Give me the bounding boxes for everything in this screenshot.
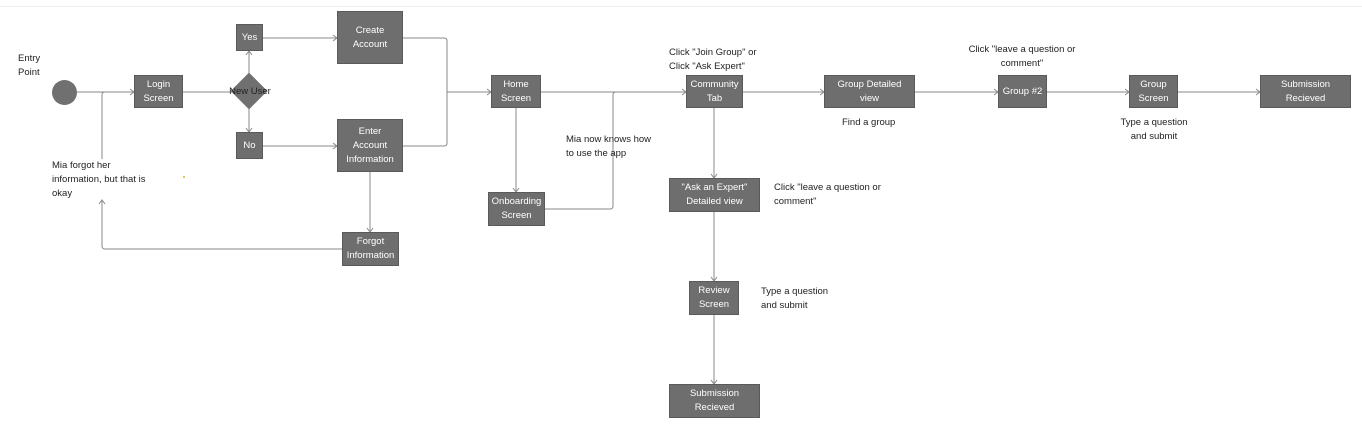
ask-an-expert-node: "Ask an Expert" Detailed view	[669, 178, 760, 212]
home-screen-node: Home Screen	[491, 75, 541, 108]
arrow-yes	[245, 50, 253, 56]
decision-label: New User	[229, 86, 271, 97]
create-to-home	[403, 37, 491, 93]
forgot-information-node: Forgot Information	[342, 232, 399, 266]
group-screen-node: Group Screen	[1129, 75, 1178, 108]
yes-node: Yes	[236, 24, 263, 51]
note-find-group: Find a group	[842, 117, 896, 128]
top-divider	[0, 6, 1362, 7]
onboarding-screen-node: Onboarding Screen	[488, 192, 545, 226]
forgot-to-login	[101, 200, 342, 250]
submission-received-bottom-node: Submission Recieved	[669, 384, 760, 418]
note-leave-question-group: Click "leave a question or comment"	[968, 44, 1076, 69]
enter-account-information-node: Enter Account Information	[337, 119, 403, 172]
note-knows-app: Mia now knows how to use the app	[566, 134, 652, 159]
group-detailed-view-node: Group Detailed view	[824, 75, 915, 108]
loop-to-login	[101, 91, 134, 159]
note-leave-question-expert: Click "leave a question or comment"	[774, 182, 881, 207]
stray-dot	[183, 176, 185, 178]
entry-point-label: Entry Point	[18, 53, 41, 78]
note-type-question-review: Type a question and submit	[761, 286, 829, 311]
review-screen-node: Review Screen	[689, 281, 739, 315]
note-forgot-information: Mia forgot her information, but that is …	[52, 160, 146, 199]
login-screen-node: Login Screen	[134, 75, 183, 108]
arrow-loop-up	[98, 199, 106, 205]
note-type-question-group: Type a question and submit	[1120, 117, 1188, 142]
note-join-group: Click "Join Group" or Click "Ask Expert"	[669, 47, 757, 72]
group-2-node: Group #2	[998, 75, 1047, 108]
enter-to-home	[403, 92, 448, 147]
entry-point-circle	[52, 80, 77, 105]
create-account-node: Create Account	[337, 11, 403, 64]
submission-received-right-node: Submission Recieved	[1260, 75, 1351, 108]
no-node: No	[236, 132, 263, 159]
community-tab-node: Community Tab	[686, 75, 743, 108]
